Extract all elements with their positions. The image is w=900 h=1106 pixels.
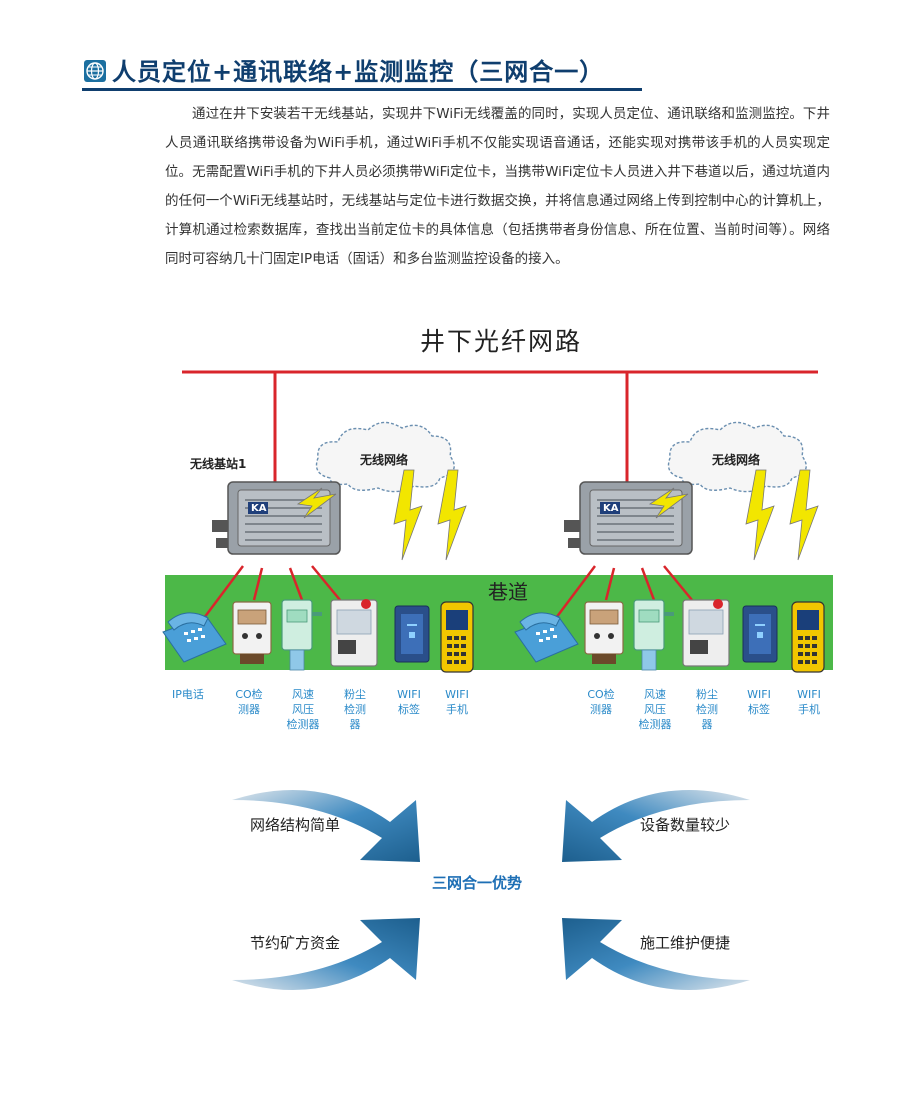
advantage-top-right: 设备数量较少 xyxy=(640,816,731,834)
co-detector-icon xyxy=(232,601,272,664)
advantage-bottom-left: 节约矿方资金 xyxy=(250,934,341,952)
wind-pressure-detector-icon xyxy=(281,599,322,671)
device-label-dust: 粉尘检测器 xyxy=(344,688,366,731)
network-diagram xyxy=(162,370,833,673)
arrow-top-left xyxy=(232,789,420,862)
wifi-phone-icon xyxy=(791,601,825,673)
arrow-bottom-left xyxy=(232,918,420,991)
device-label-wind-pressure: 风速风压检测器 xyxy=(638,688,672,731)
dust-detector-icon xyxy=(682,599,730,667)
arrow-bottom-right xyxy=(562,918,750,991)
base-station-label: 无线基站1 xyxy=(190,457,247,471)
advantage-center: 三网合一优势 xyxy=(432,874,523,892)
lightning-icon xyxy=(393,469,423,561)
cloud-label-right: 无线网络 xyxy=(712,453,761,467)
lightning-icon xyxy=(648,487,689,519)
description-paragraph: 通过在井下安装若干无线基站，实现井下WiFi无线覆盖的同时，实现人员定位、通讯联… xyxy=(165,106,830,267)
globe-icon xyxy=(84,60,106,82)
tunnel-label: 巷道 xyxy=(488,580,528,604)
cloud-icon xyxy=(667,421,807,493)
heading-title: 人员定位+通讯联络+监测监控（三网合一） xyxy=(112,58,605,86)
ka-badge xyxy=(600,502,620,514)
dust-detector-icon xyxy=(330,599,378,667)
wifi-tag-icon xyxy=(742,605,778,663)
advantage-bottom-right: 施工维护便捷 xyxy=(640,934,731,952)
arrow-top-right xyxy=(562,789,750,862)
base-station-right xyxy=(555,421,819,619)
device-label-wind-pressure: 风速风压检测器 xyxy=(286,688,320,731)
cloud-label-left: 无线网络 xyxy=(360,453,409,467)
ip-phone-icon xyxy=(514,612,579,663)
wifi-tag-icon xyxy=(394,605,430,663)
device-label-co-detector: CO检测器 xyxy=(587,688,615,716)
ka-badge xyxy=(248,502,268,514)
base-station-left xyxy=(203,421,467,619)
lightning-icon xyxy=(745,469,775,561)
lightning-icon xyxy=(296,487,337,519)
cloud-icon xyxy=(315,421,455,493)
device-label-dust: 粉尘检测器 xyxy=(696,688,718,731)
ka-badge-text: KA xyxy=(251,503,267,514)
ka-badge-text: KA xyxy=(603,503,619,514)
ip-phone-icon xyxy=(162,612,227,663)
heading-underline xyxy=(82,88,642,91)
fiber-network-title: 井下光纤网路 xyxy=(420,327,583,356)
section-heading: 人员定位+通讯联络+监测监控（三网合一） xyxy=(82,50,642,91)
lightning-icon xyxy=(789,469,819,561)
lightning-icon xyxy=(437,469,467,561)
device-label-ip-phone: IP电话 xyxy=(172,688,204,701)
advantage-top-left: 网络结构简单 xyxy=(250,816,341,834)
device-label-co-detector: CO检测器 xyxy=(235,688,263,716)
wind-pressure-detector-icon xyxy=(633,599,674,671)
co-detector-icon xyxy=(584,601,624,664)
advantages-diagram xyxy=(232,789,750,991)
wifi-phone-icon xyxy=(440,601,474,673)
